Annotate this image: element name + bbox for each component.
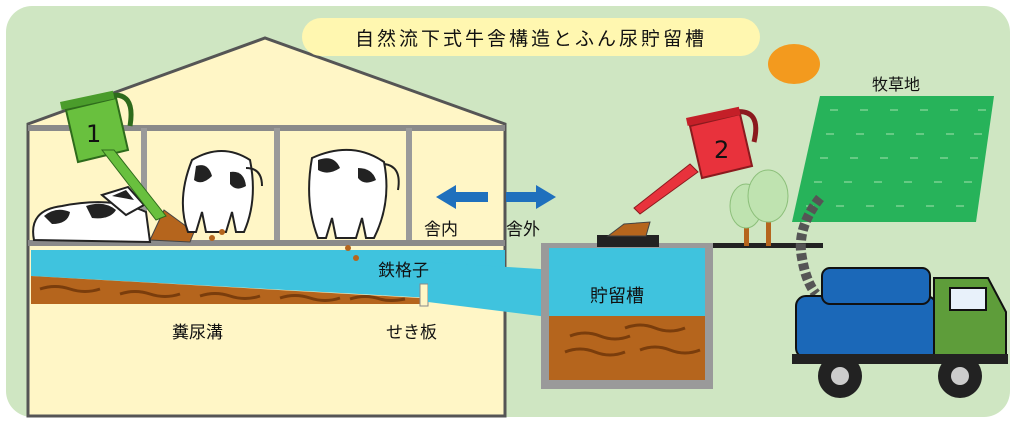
pasture-label: 牧草地	[872, 75, 921, 94]
manure-pile	[606, 221, 651, 237]
watering-can-2	[633, 106, 759, 215]
outside-label: 舎外	[506, 220, 540, 240]
manure-trench-label: 糞尿溝	[172, 323, 223, 343]
weir-board	[419, 283, 429, 307]
trench-manure-layer	[31, 276, 420, 304]
sun	[768, 44, 820, 84]
manure-streak	[119, 290, 181, 298]
step-2-number: 2	[714, 136, 730, 164]
tree	[747, 169, 789, 246]
manure-streak	[564, 347, 626, 357]
tank-hatch	[597, 235, 659, 247]
storage-tank-manure	[549, 316, 705, 380]
inside-label: 舎内	[424, 220, 458, 240]
vacuum-truck	[792, 267, 1008, 398]
manure-streak	[39, 285, 101, 293]
watering-can-1	[60, 90, 167, 221]
transfer-pipe	[428, 262, 556, 318]
manure-streak	[624, 323, 686, 333]
arrow-outside	[506, 185, 556, 209]
step-1-number: 1	[86, 120, 102, 148]
manure-streak	[279, 294, 341, 302]
weir-label: せき板	[386, 323, 437, 343]
barn-post	[406, 128, 412, 243]
storage-tank-label: 貯留槽	[590, 286, 644, 307]
manure-streak	[199, 292, 261, 300]
manure-streak	[569, 331, 631, 341]
pasture-grass-marks	[806, 109, 986, 207]
trench-slurry	[31, 250, 505, 302]
manure-streak	[349, 295, 406, 302]
barn-post	[141, 128, 147, 243]
arrow-inside	[436, 185, 488, 209]
diagram-title: 自然流下式牛舎構造とふん尿貯留槽	[302, 18, 760, 56]
barn-post	[274, 128, 280, 243]
cow-standing	[308, 148, 400, 261]
cow-standing	[181, 150, 263, 241]
suction-hose	[795, 194, 824, 298]
pasture-field	[792, 96, 994, 222]
manure-streak	[639, 345, 701, 355]
grate-label: 鉄格子	[378, 261, 429, 281]
